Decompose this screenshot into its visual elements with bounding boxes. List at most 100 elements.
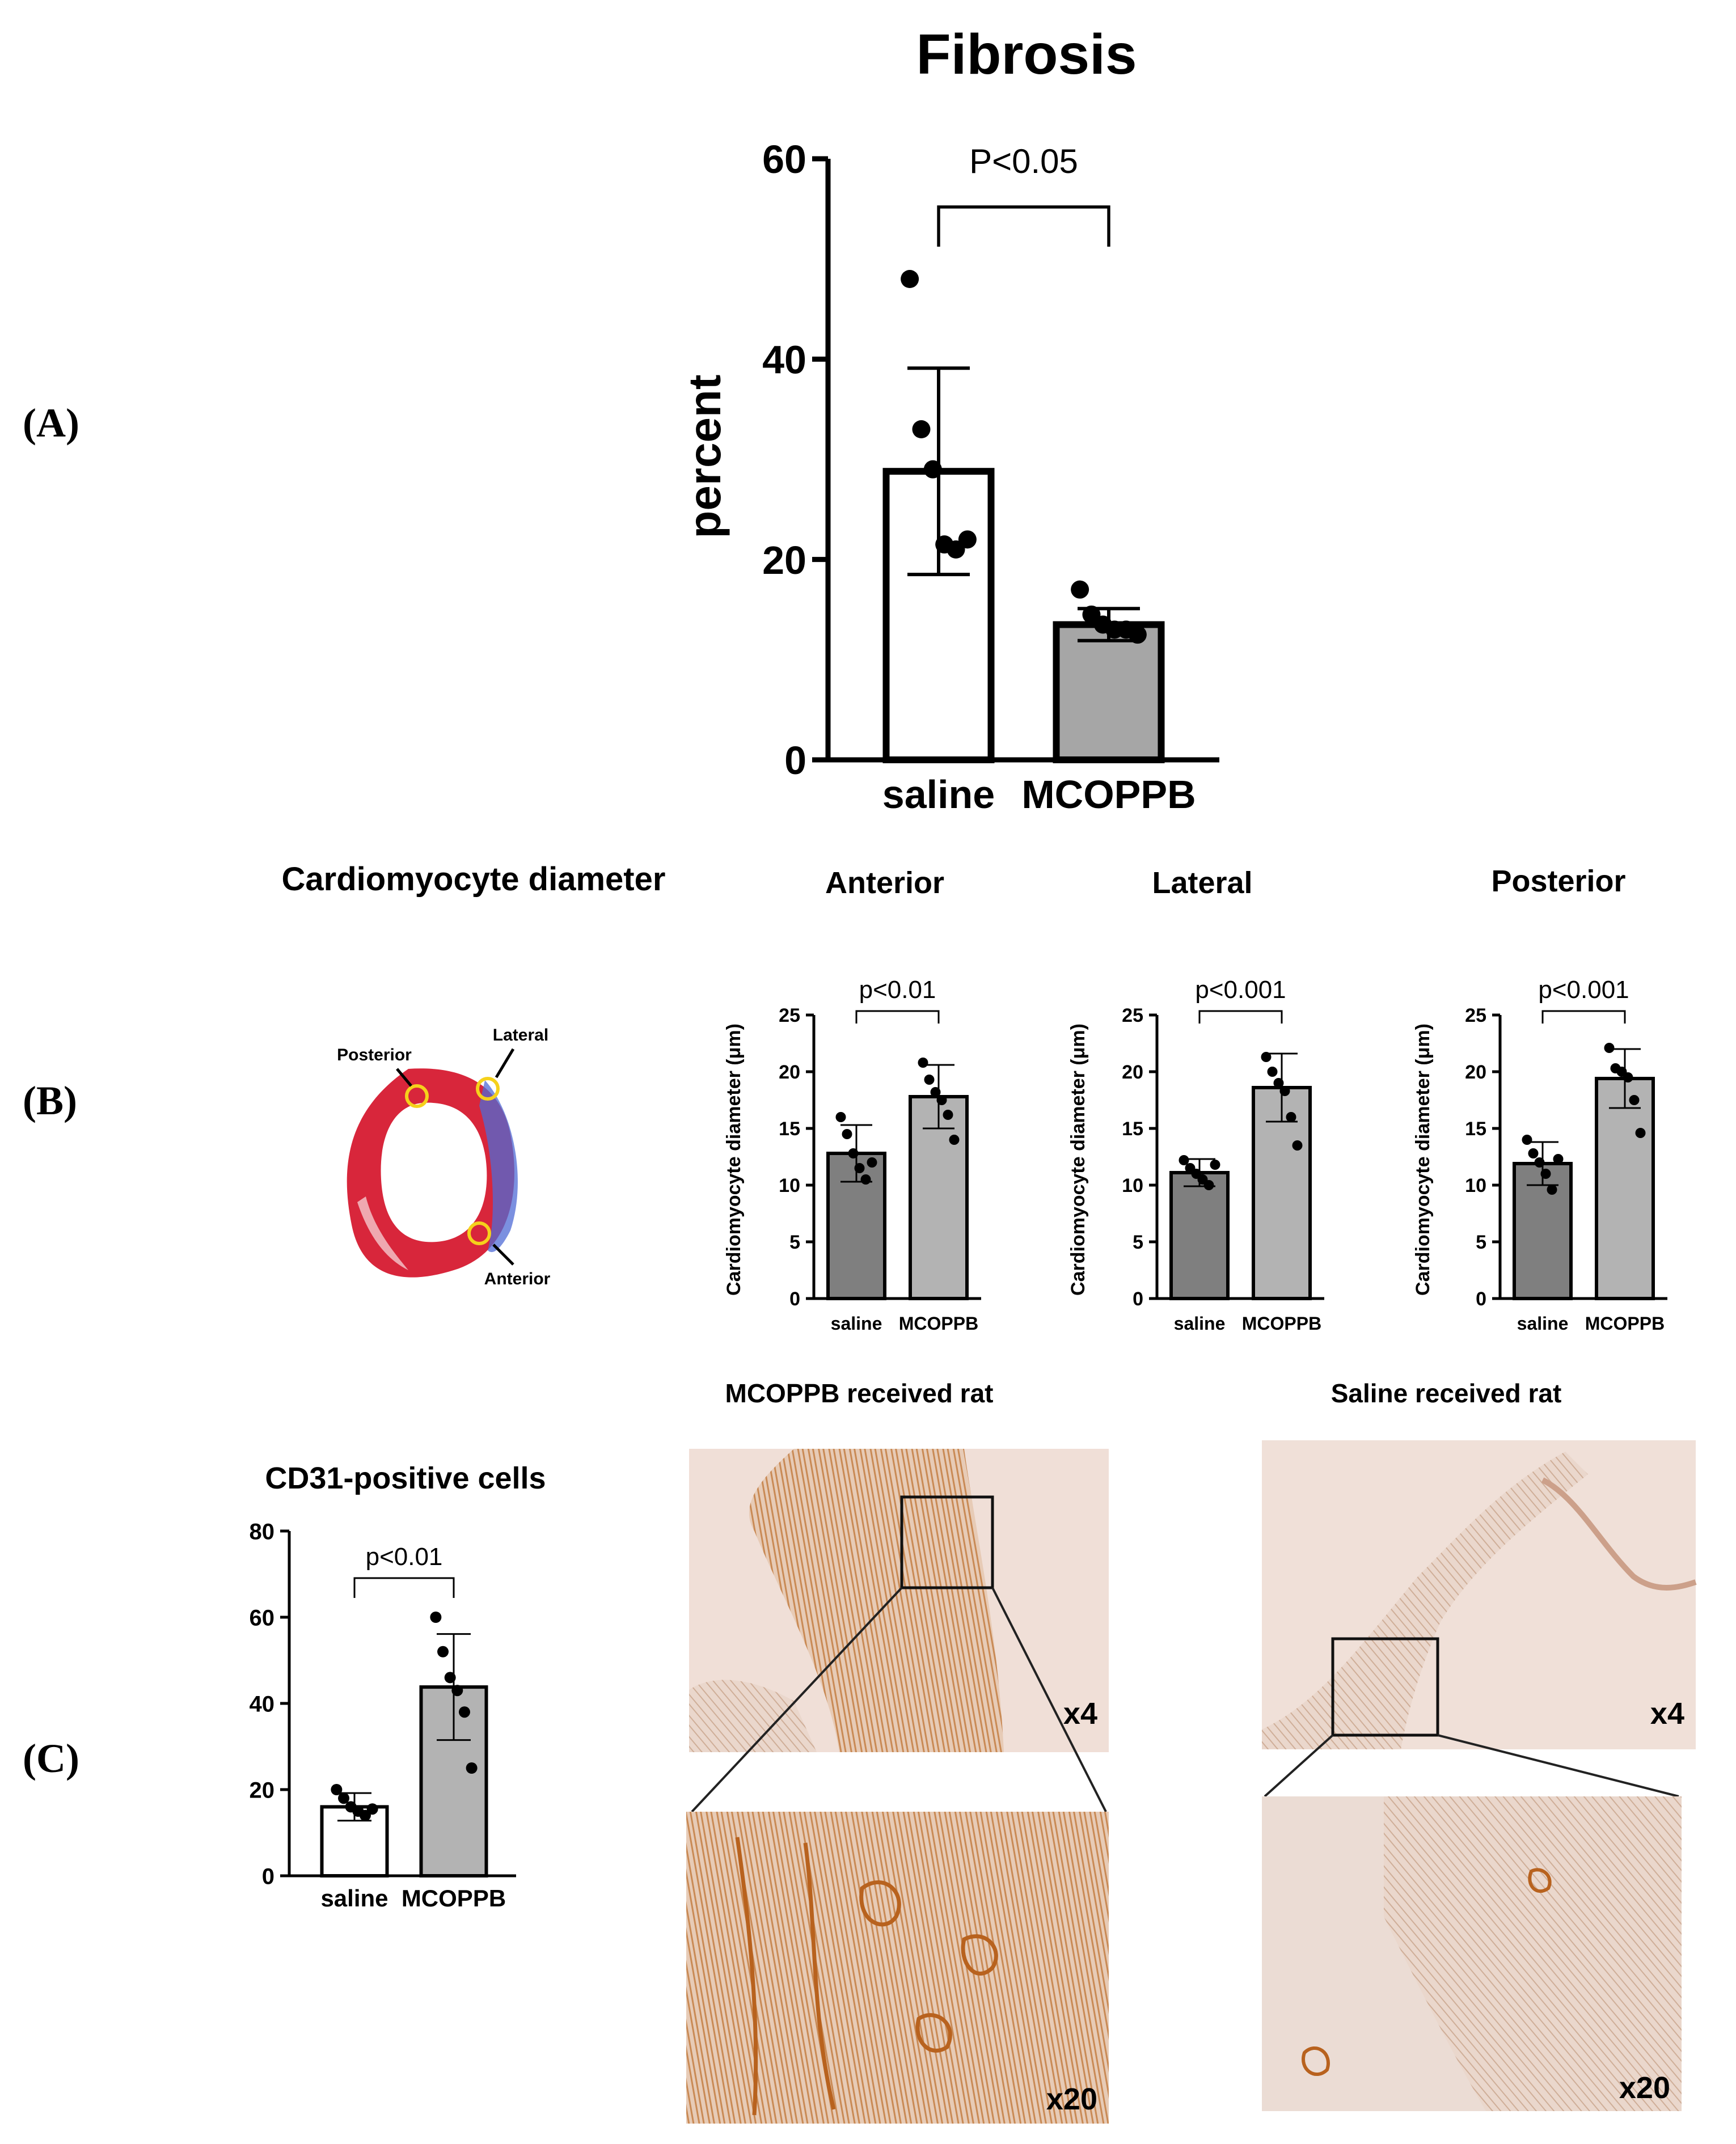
posterior-data-point [1604,1043,1615,1053]
cardiomyocyte-section-title: Cardiomyocyte diameter [282,861,666,898]
posterior-data-point [1528,1148,1539,1158]
panel-label-a: (A) [23,400,79,446]
lateral-y-tick-label: 10 [1122,1175,1143,1196]
mcoppb-x20-label: x20 [1046,2082,1097,2116]
anterior-ylabel: Cardiomyocyte diameter (μm) [723,1024,745,1296]
lateral-site-marker [476,1077,500,1101]
fibrosis-bar-mcoppb [1053,621,1165,763]
cd31-data-point [451,1685,463,1697]
fibrosis-category-label: MCOPPB [1021,772,1196,817]
cd31-data-point [458,1706,470,1718]
posterior-y-tick-label: 20 [1465,1062,1486,1083]
fibrosis-pvalue: P<0.05 [969,142,1078,180]
lateral-chart-title: Lateral [1152,866,1252,900]
tissue-fringe [689,1680,817,1752]
fibrosis-data-point [901,270,919,288]
fibrosis-data-point [912,420,931,438]
posterior-data-point [1540,1169,1551,1179]
zoom-line-mcoppb-right [991,1587,1107,1812]
zoom-box-mcoppb [900,1495,994,1589]
anterior-y-tick-label: 0 [789,1288,800,1310]
heart-label-lateral: Lateral [493,1026,548,1044]
anterior-data-point [924,1075,935,1085]
posterior-category-label: saline [1517,1313,1569,1334]
posterior-y-tick-label: 0 [1476,1288,1486,1310]
posterior-pvalue: p<0.001 [1538,976,1629,1004]
cd31-data-point [466,1762,478,1774]
panel-label-c: (C) [23,1736,79,1781]
anterior-data-point [867,1157,877,1168]
mcoppb-micrograph-title: MCOPPB received rat [725,1378,994,1408]
anterior-y-tick-label: 25 [779,1005,800,1026]
lateral-category-label: saline [1174,1313,1226,1334]
lateral-y-tick-label: 20 [1122,1062,1143,1083]
fibrosis-significance-bracket [937,205,1110,247]
pale-streak [357,1196,408,1270]
cd31-data-point [430,1612,442,1623]
lateral-data-point [1292,1140,1303,1151]
arrow-anterior [492,1244,514,1266]
anterior-y-tick-label: 10 [779,1175,800,1196]
anterior-data-point [949,1135,960,1145]
saline-x20-micrograph: x20 [1262,1796,1682,2111]
fibrosis-y-tick-label: 0 [784,738,806,783]
lateral-data-point [1210,1160,1220,1170]
lateral-bar-mcoppb [1252,1086,1312,1300]
anterior-data-point [848,1148,859,1158]
zoom-line-mcoppb-left [691,1587,903,1813]
anterior-data-point [854,1163,865,1173]
posterior-data-point [1635,1128,1646,1138]
mcoppb-x4-label: x4 [1063,1697,1097,1731]
posterior-category-label: MCOPPB [1585,1313,1665,1334]
cd31-significance-bracket [353,1577,455,1598]
anterior-bar-mcoppb [909,1095,969,1300]
posterior-chart-title: Posterior [1491,864,1625,898]
arrow-lateral [495,1048,515,1079]
posterior-y-tick-label: 5 [1476,1232,1486,1253]
lateral-y-tick-label: 0 [1133,1288,1143,1310]
posterior-data-point [1534,1157,1545,1168]
cd31-data-point [437,1646,449,1657]
cd31-data-point [444,1672,456,1684]
arrow-posterior [396,1068,412,1087]
anterior-chart-title: Anterior [825,866,944,900]
saline-x20-label: x20 [1619,2071,1670,2105]
anterior-data-point [860,1174,871,1185]
fibrosis-y-tick-label: 60 [762,137,806,181]
fibrosis-bar-saline [882,468,995,763]
panel-label-b: (B) [23,1078,77,1123]
cd31-y-tick-label: 0 [262,1864,274,1889]
anterior-y-tick-label: 15 [779,1118,800,1140]
lateral-data-point [1286,1112,1296,1122]
lateral-significance-bracket [1198,1010,1283,1024]
lateral-data-point [1267,1067,1278,1077]
lateral-y-tick-label: 5 [1133,1232,1143,1253]
posterior-bar-mcoppb [1595,1077,1655,1300]
anterior-y-tick-label: 5 [789,1232,800,1253]
anterior-data-point [930,1087,941,1097]
posterior-y-tick-label: 10 [1465,1175,1486,1196]
saline-vessels [1302,1868,1552,2076]
lateral-data-point [1273,1078,1284,1088]
cd31-title: CD31-positive cells [265,1461,546,1495]
fibrosis-data-point [958,530,977,549]
vessel-cluster [735,1837,998,2116]
mcoppb-x4-micrograph: x4 [689,1449,1109,1752]
cd31-y-tick-label: 80 [250,1519,275,1544]
anterior-data-point [835,1112,846,1122]
zoom-line-saline-left [1264,1734,1334,1798]
saline-tissue-strip [1262,1452,1588,1749]
anterior-site-marker [467,1221,491,1245]
anterior-data-point [842,1129,852,1139]
fibrosis-y-tick-label: 40 [762,338,806,382]
posterior-data-point [1547,1185,1557,1195]
lateral-data-point [1179,1155,1189,1165]
lateral-ylabel: Cardiomyocyte diameter (μm) [1067,1024,1089,1296]
mcoppb-x20-micrograph: x20 [686,1812,1109,2124]
cd31-y-tick-label: 20 [250,1778,275,1803]
anterior-data-point [936,1095,947,1105]
posterior-data-point [1553,1154,1564,1164]
heart-cross-section-image: Posterior Lateral Anterior [337,1026,551,1288]
anterior-data-point [943,1110,953,1120]
cd31-category-label: MCOPPB [402,1885,506,1912]
